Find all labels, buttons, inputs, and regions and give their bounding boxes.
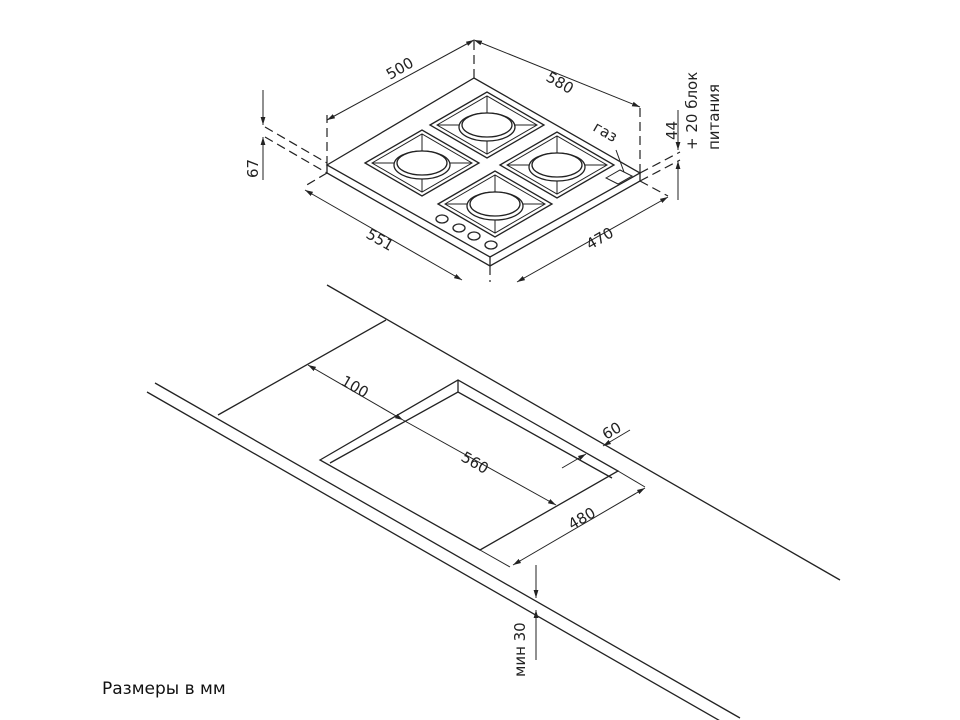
burner-cap (531, 152, 583, 178)
dim-67: 67 (244, 159, 262, 178)
caption: Размеры в мм (102, 679, 226, 699)
dim-60: 60 (599, 418, 625, 443)
dim-480: 480 (565, 504, 599, 534)
cutout-dimension-labels: 100 560 60 480 мин 30 (338, 372, 625, 677)
gas-label: газ (590, 118, 621, 146)
burners (363, 91, 616, 238)
cutout-dimension-lines (307, 364, 646, 660)
countertop (146, 284, 841, 720)
power-unit-label: + 20 блок (683, 72, 701, 150)
dim-min-30: мин 30 (511, 622, 529, 677)
dim-44: 44 (663, 121, 681, 140)
hob-dimension-lines (260, 38, 681, 283)
dim-470: 470 (583, 224, 617, 254)
dim-560: 560 (458, 448, 492, 478)
burner-cap (469, 191, 521, 217)
burner-grate (363, 129, 481, 197)
gas-inlet (604, 169, 634, 185)
dim-100: 100 (338, 372, 372, 402)
hob (325, 77, 642, 267)
burner-cap (396, 150, 448, 176)
power-unit-label-2: питания (705, 84, 723, 150)
dim-580: 580 (543, 68, 577, 98)
dim-500: 500 (383, 54, 417, 84)
burner-cap (461, 112, 513, 138)
dim-551: 551 (363, 225, 397, 255)
burner-grate (498, 131, 616, 199)
